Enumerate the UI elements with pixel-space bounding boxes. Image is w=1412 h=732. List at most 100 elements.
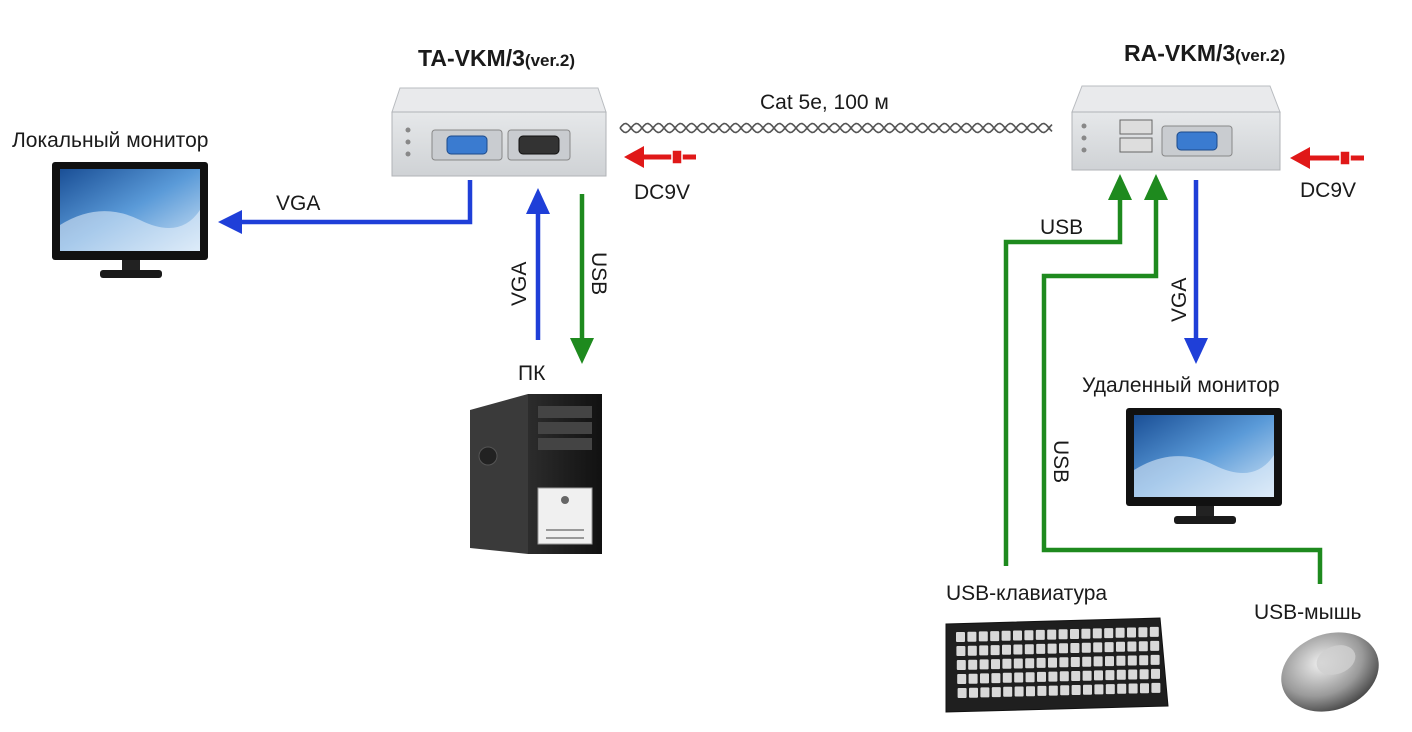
keyboard-key (1083, 684, 1092, 695)
keyboard-key (1013, 658, 1023, 669)
keyboard-key (967, 631, 977, 642)
keyboard-key (1105, 684, 1115, 695)
cat5e-cable (619, 122, 1053, 134)
usb-port-icon (1119, 119, 1153, 135)
keyboard-key (1127, 627, 1136, 638)
vga-link-local-label: VGA (276, 192, 320, 215)
vga-link-local (218, 180, 473, 234)
keyboard-key (1139, 669, 1149, 680)
keyboard-key (1014, 686, 1024, 697)
usb-link-keyboard-label: USB (1040, 216, 1083, 239)
vga-link-remote (1184, 180, 1208, 364)
keyboard-key (1060, 685, 1070, 696)
local-monitor-icon (52, 162, 208, 278)
keyboard-key (1014, 672, 1024, 683)
keyboard-key (1071, 671, 1081, 681)
keyboard-key (1059, 671, 1069, 682)
keyboard-key (991, 659, 1000, 670)
keyboard-key (957, 674, 967, 684)
keyboard-key (1116, 655, 1126, 666)
vga-link-remote-label: VGA (1168, 278, 1191, 322)
keyboard-key (1024, 644, 1034, 655)
receiver-title: RA-VKM/3(ver.2) (1124, 40, 1285, 66)
keyboard-key (1070, 643, 1080, 653)
vga-link-pc (526, 188, 550, 340)
keyboard-key (1104, 628, 1114, 639)
keyboard-key (1139, 655, 1149, 666)
usb-link-mouse-label: USB (1049, 440, 1072, 483)
keyboard-key (1138, 627, 1148, 638)
keyboard-key (1035, 629, 1045, 640)
tx-power-label: DC9V (634, 181, 690, 204)
keyboard-key (1082, 656, 1092, 667)
pc-tower-icon (470, 394, 602, 554)
keyboard-key (1140, 683, 1149, 694)
usb-link-keyboard (1003, 174, 1132, 566)
keyboard-label: USB-клавиатура (946, 582, 1107, 605)
keyboard-key (1070, 657, 1080, 667)
keyboard-key (1026, 686, 1035, 697)
keyboard-key (1047, 629, 1057, 640)
keyboard-key (980, 673, 989, 684)
keyboard-key (1094, 684, 1104, 695)
keyboard-key (1151, 668, 1160, 679)
rx-power-label: DC9V (1300, 179, 1356, 202)
keyboard-key (1002, 658, 1012, 669)
keyboard-key (1071, 685, 1081, 695)
keyboard-key (1150, 654, 1160, 665)
mouse-icon (1281, 632, 1379, 712)
keyboard-key (1127, 641, 1137, 652)
keyboard-key (1081, 628, 1091, 639)
usb-port-icon (1119, 137, 1153, 153)
transmitter-title: TA-VKM/3(ver.2) (418, 45, 575, 71)
keyboard-key (1048, 671, 1058, 682)
keyboard-key (1115, 627, 1125, 638)
keyboard-key (1059, 643, 1068, 654)
keyboard-key (1117, 683, 1127, 694)
keyboard-key (969, 687, 978, 698)
keyboard-key (1093, 656, 1103, 667)
keyboard-key (1128, 669, 1138, 680)
keyboard-key (1036, 643, 1046, 654)
serial-port-icon (518, 135, 560, 155)
keyboard-key (967, 645, 977, 656)
keyboard-key (968, 673, 978, 684)
tx-power-arrow (624, 146, 696, 168)
pc-label: ПК (518, 362, 546, 385)
keyboard-key (1105, 656, 1114, 667)
keyboard-key (1037, 671, 1046, 682)
keyboard-key (1092, 628, 1102, 639)
usb-link-pc (570, 194, 594, 364)
vga-port-icon (446, 135, 488, 155)
keyboard-key (1013, 630, 1022, 641)
keyboard-key (1036, 657, 1046, 668)
keyboard-key (1138, 641, 1148, 652)
usb-link-pc-label: USB (587, 252, 610, 295)
keyboard-key (978, 631, 988, 642)
remote-monitor-label: Удаленный монитор (1082, 374, 1280, 397)
keyboard-key (979, 645, 989, 656)
keyboard-key (1116, 669, 1126, 680)
rx-power-arrow (1290, 147, 1364, 169)
keyboard-key (1151, 682, 1161, 693)
usb-link-mouse (1041, 174, 1323, 584)
keyboard-key (1013, 644, 1023, 655)
keyboard-key (1025, 658, 1035, 669)
keyboard-key (1037, 685, 1047, 696)
keyboard-key (1025, 672, 1035, 683)
keyboard-key (968, 659, 978, 670)
keyboard-key (1001, 630, 1011, 641)
keyboard-key (1048, 685, 1058, 696)
keyboard-key (1128, 683, 1138, 694)
keyboard-key (1093, 642, 1103, 653)
keyboard-key (1024, 630, 1034, 641)
keyboard-key (1002, 644, 1011, 655)
transmitter-unit (391, 87, 607, 177)
vga-link-pc-label: VGA (508, 262, 531, 306)
keyboard-key (957, 688, 967, 698)
keyboard-key (980, 687, 990, 698)
keyboard-key (990, 631, 1000, 642)
keyboard-key (1047, 643, 1057, 654)
